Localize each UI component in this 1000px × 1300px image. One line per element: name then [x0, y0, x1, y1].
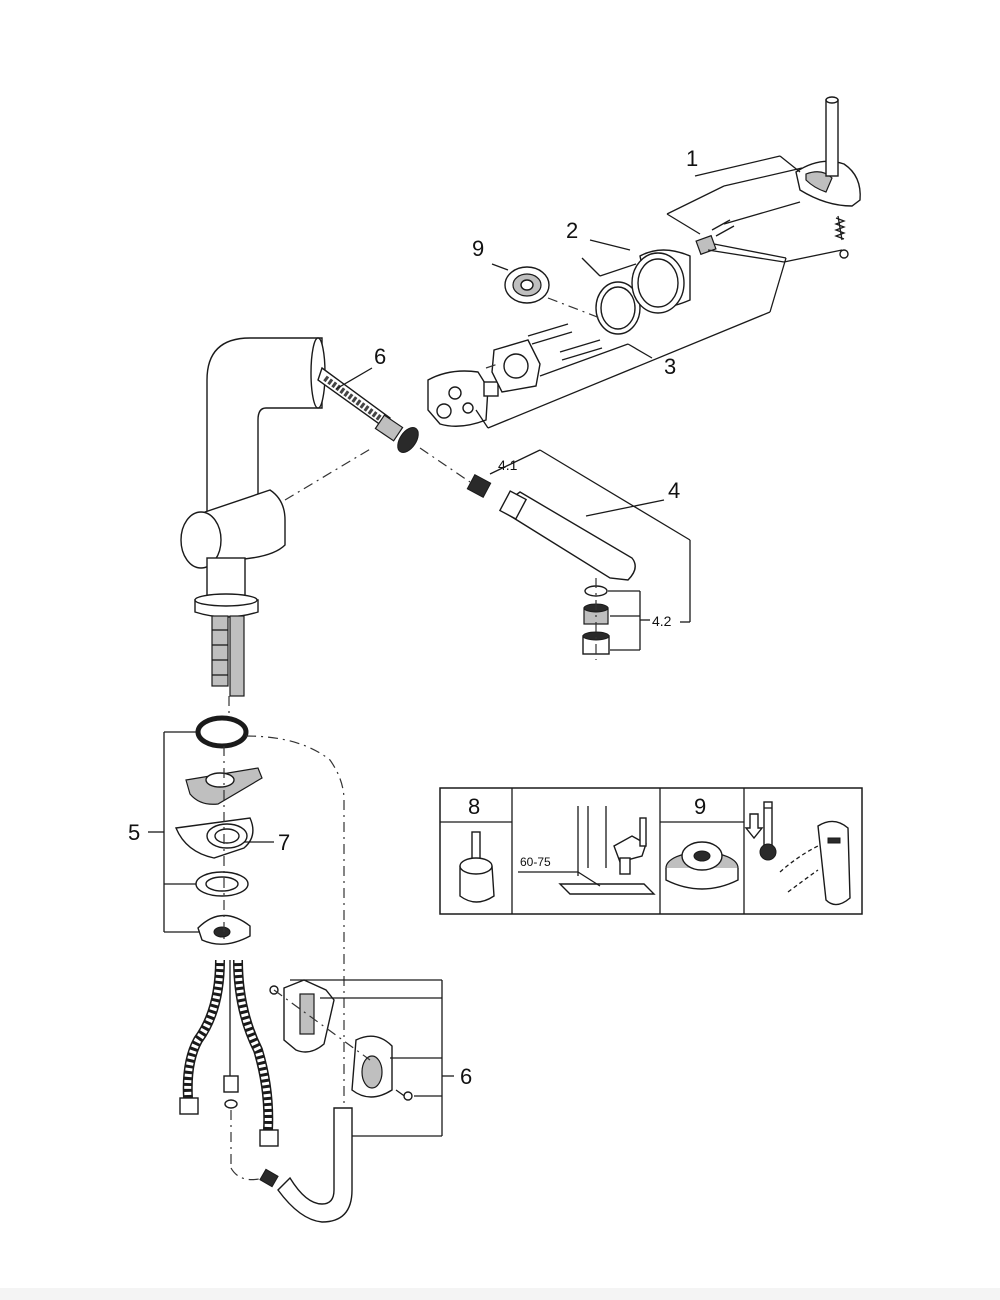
- mounting-depth-cell: 60-75: [518, 806, 656, 895]
- axis-dash-mid: [485, 363, 499, 369]
- inset-cell-9-label: 9: [694, 794, 706, 819]
- mixer-lever-icon: [779, 820, 851, 906]
- leader-2b: [581, 257, 601, 277]
- label-part-6-bracket: 6: [460, 1064, 472, 1089]
- trim-ring-icon: [665, 841, 739, 890]
- cartridge-ring-3: [491, 323, 603, 393]
- inset-panel: 8 9 60-75: [439, 787, 863, 915]
- label-part-4: 4: [668, 478, 680, 503]
- label-part-5: 5: [128, 820, 140, 845]
- label-part-3: 3: [664, 354, 676, 379]
- leader-2: [589, 239, 631, 251]
- temperature-icon: [759, 801, 777, 861]
- handle-assembly-1: [695, 96, 861, 259]
- hand-shower-4: [466, 474, 636, 660]
- trim-ring-9: [504, 266, 550, 304]
- leader-2c: [599, 263, 637, 277]
- bottom-hose: [230, 1107, 353, 1223]
- supply-hoses: [179, 959, 279, 1168]
- lever-handle-icon: [459, 831, 495, 903]
- leader-9: [491, 263, 509, 271]
- axis-dash-top: [547, 297, 601, 319]
- faucet-body: [180, 337, 373, 720]
- cap-2: [595, 249, 691, 335]
- group-4-bracket: [489, 449, 691, 651]
- footer-band: [0, 1288, 1000, 1300]
- label-part-7: 7: [278, 830, 290, 855]
- group-1-bracket: [666, 155, 843, 263]
- inset-cell-8-label: 8: [468, 794, 480, 819]
- label-part-4-2: 4.2: [652, 613, 672, 629]
- label-part-2: 2: [566, 218, 578, 243]
- group-5-bracket: [148, 731, 274, 933]
- routing-dash: [245, 735, 345, 1110]
- cartridge: [427, 370, 499, 427]
- leader-3: [627, 343, 653, 359]
- leader-3b: [539, 343, 629, 377]
- mounting-set-5: [175, 715, 263, 945]
- pullout-hose: [317, 366, 471, 483]
- arrow-down-icon: [744, 813, 764, 840]
- group-6-bracket: [290, 979, 454, 1137]
- label-part-6-spout: 6: [374, 344, 386, 369]
- label-part-9-top: 9: [472, 236, 484, 261]
- inset-dimension: 60-75: [520, 855, 551, 869]
- label-part-4-1: 4.1: [498, 457, 518, 473]
- label-part-1: 1: [686, 146, 698, 171]
- cartridge-bracket: [475, 243, 787, 429]
